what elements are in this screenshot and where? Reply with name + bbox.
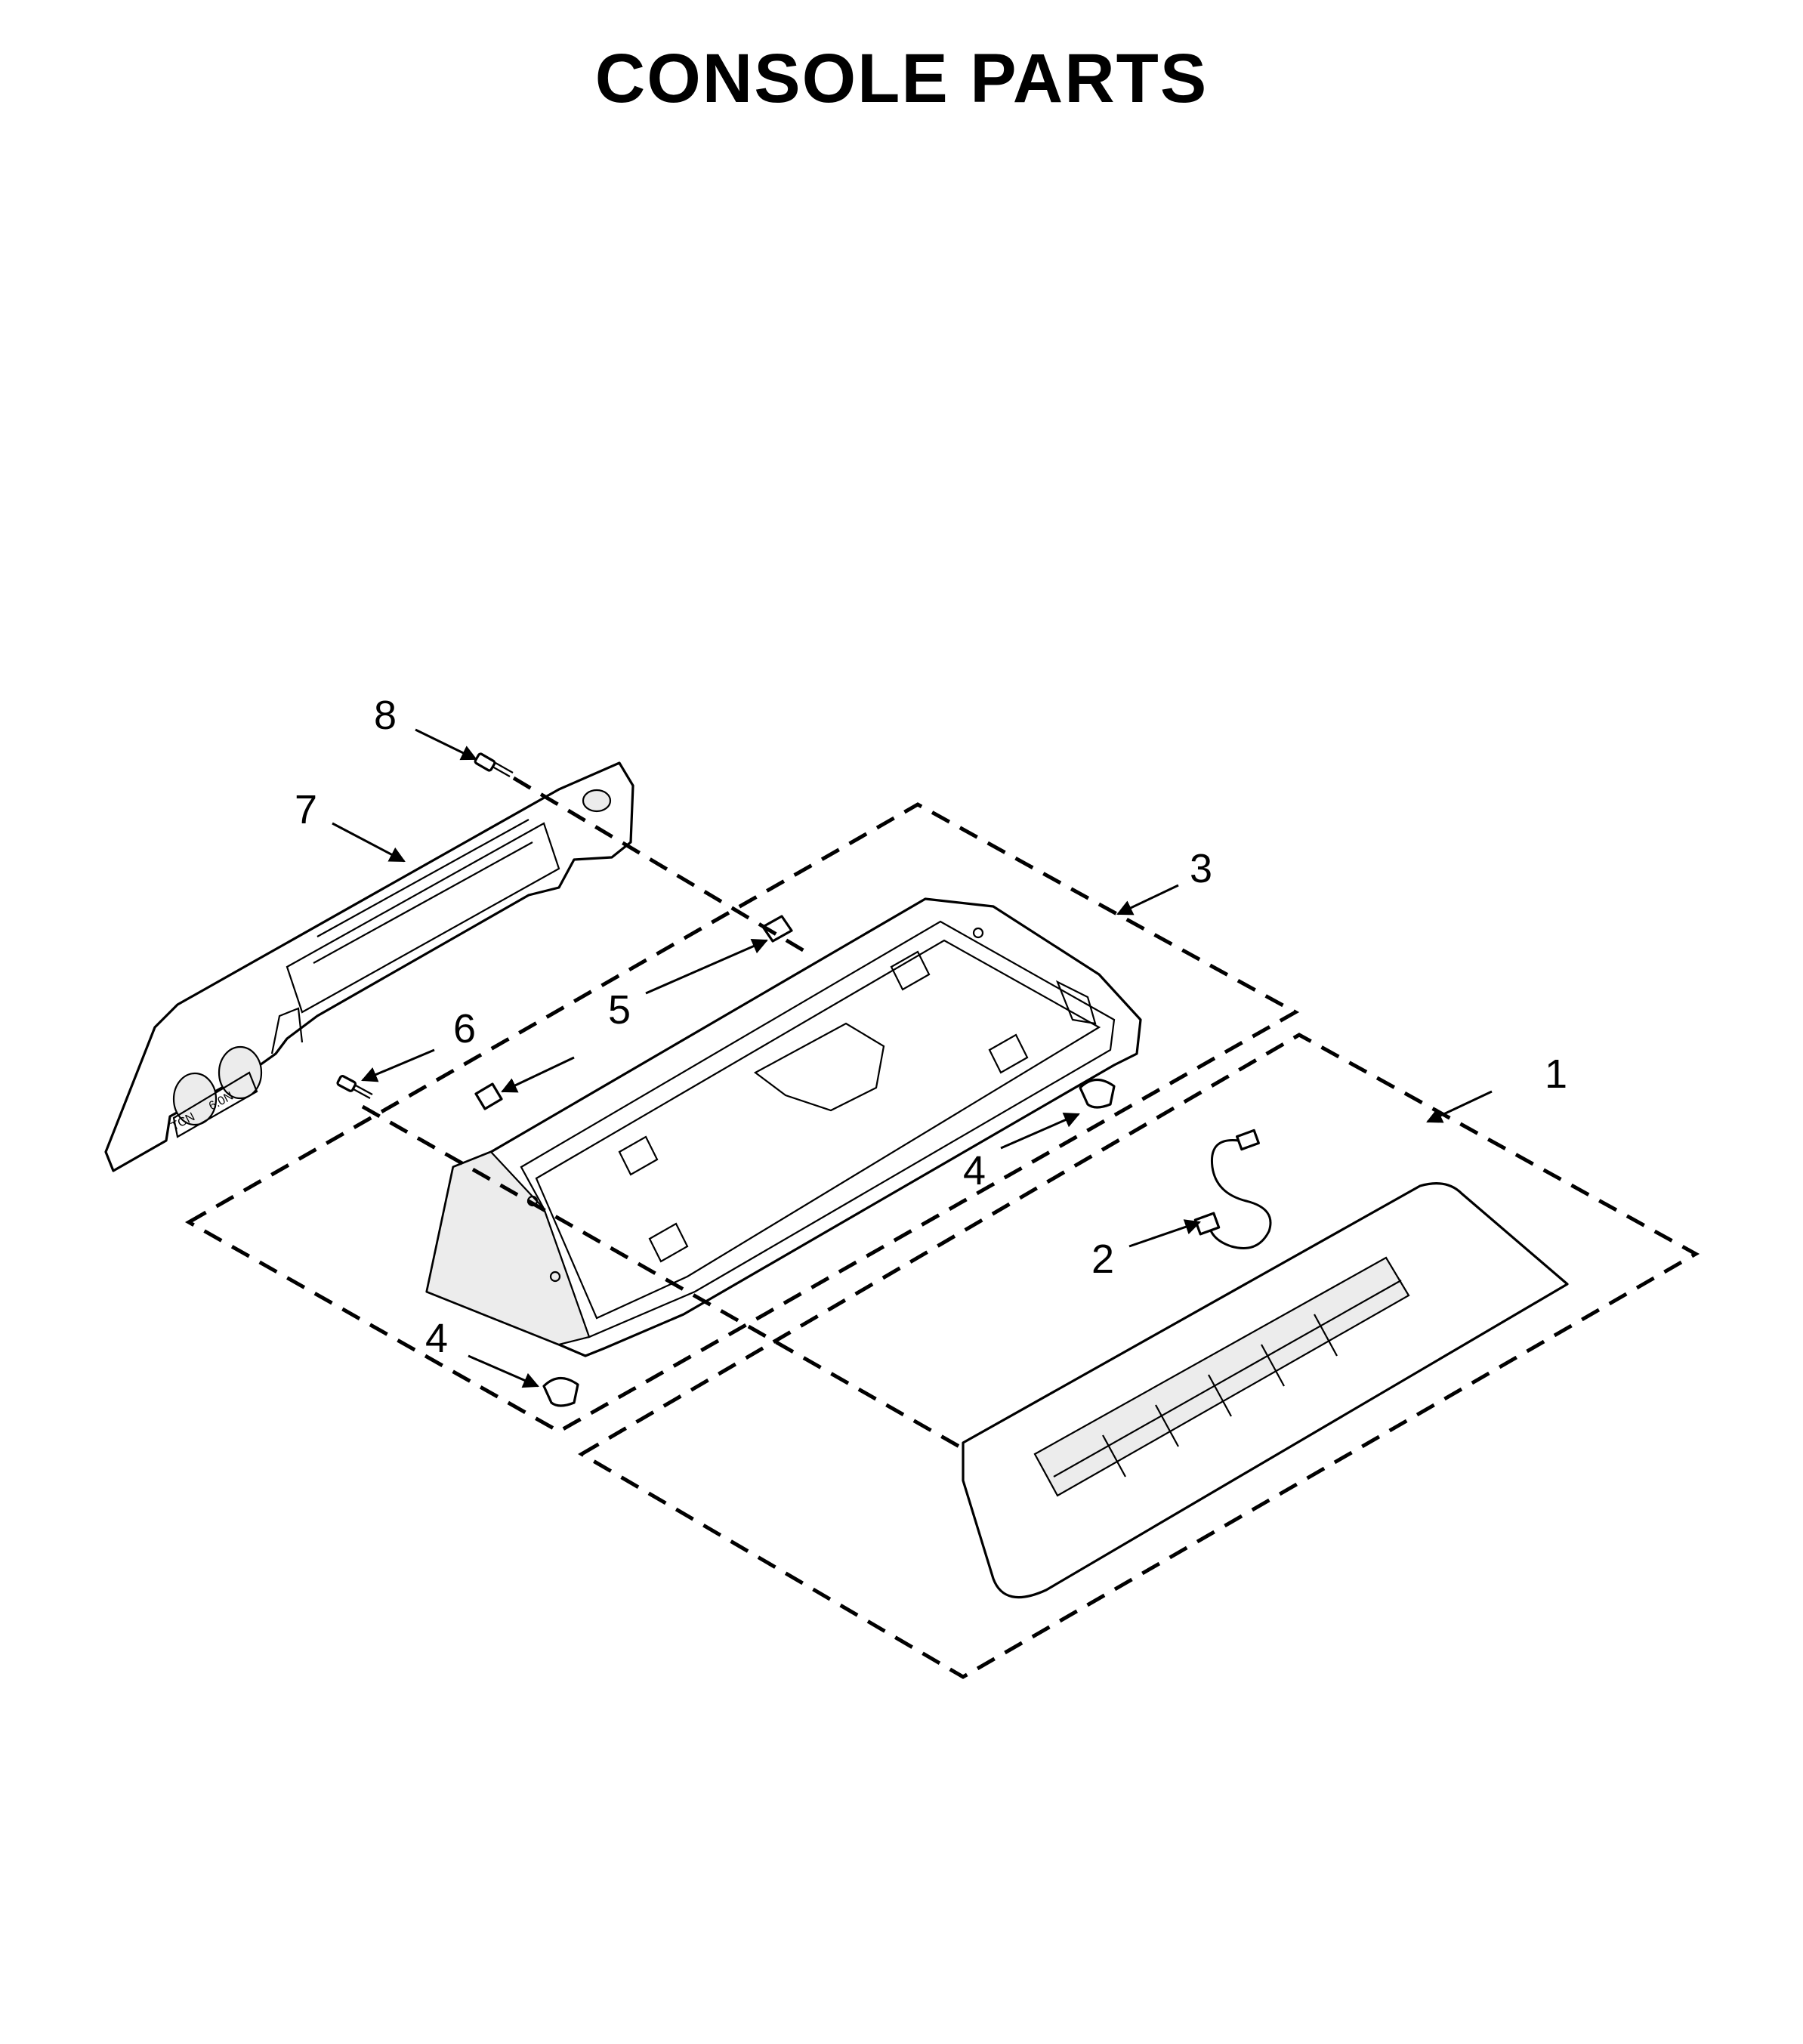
- assembly-boundary-3: [184, 802, 1300, 1434]
- callout-8: 8: [374, 693, 397, 738]
- callout-5: 5: [608, 987, 631, 1033]
- part-7-rear-bezel: TCN 6.0N: [104, 761, 634, 1172]
- assembly-boundary-1: [578, 1033, 1700, 1679]
- part-4-clip-left: [542, 1376, 579, 1407]
- part-5-clip-upper: [761, 915, 793, 943]
- exploded-leader-lines: [361, 776, 961, 1449]
- part-6-screw: [336, 1074, 373, 1099]
- part-4-clip-right: [1079, 1078, 1116, 1109]
- callout-4-left: 4: [425, 1316, 448, 1361]
- callout-labels: 8 7 3 5 6 1 4 2 4: [295, 693, 1567, 1361]
- part-2-wire-harness: [1193, 1129, 1272, 1249]
- part-1-control-panel: [962, 1182, 1569, 1599]
- part-3-console-housing: [425, 897, 1142, 1357]
- part-8-screw: [474, 752, 514, 777]
- callout-6: 6: [453, 1006, 476, 1051]
- callout-1: 1: [1545, 1051, 1567, 1097]
- callout-7: 7: [295, 787, 317, 832]
- callout-3: 3: [1190, 846, 1212, 891]
- callout-arrows: [332, 728, 1493, 1388]
- part-5-clip-lower: [474, 1082, 503, 1110]
- callout-2: 2: [1091, 1237, 1114, 1282]
- diagram-title: CONSOLE PARTS: [594, 40, 1209, 117]
- callout-4-right: 4: [963, 1148, 986, 1193]
